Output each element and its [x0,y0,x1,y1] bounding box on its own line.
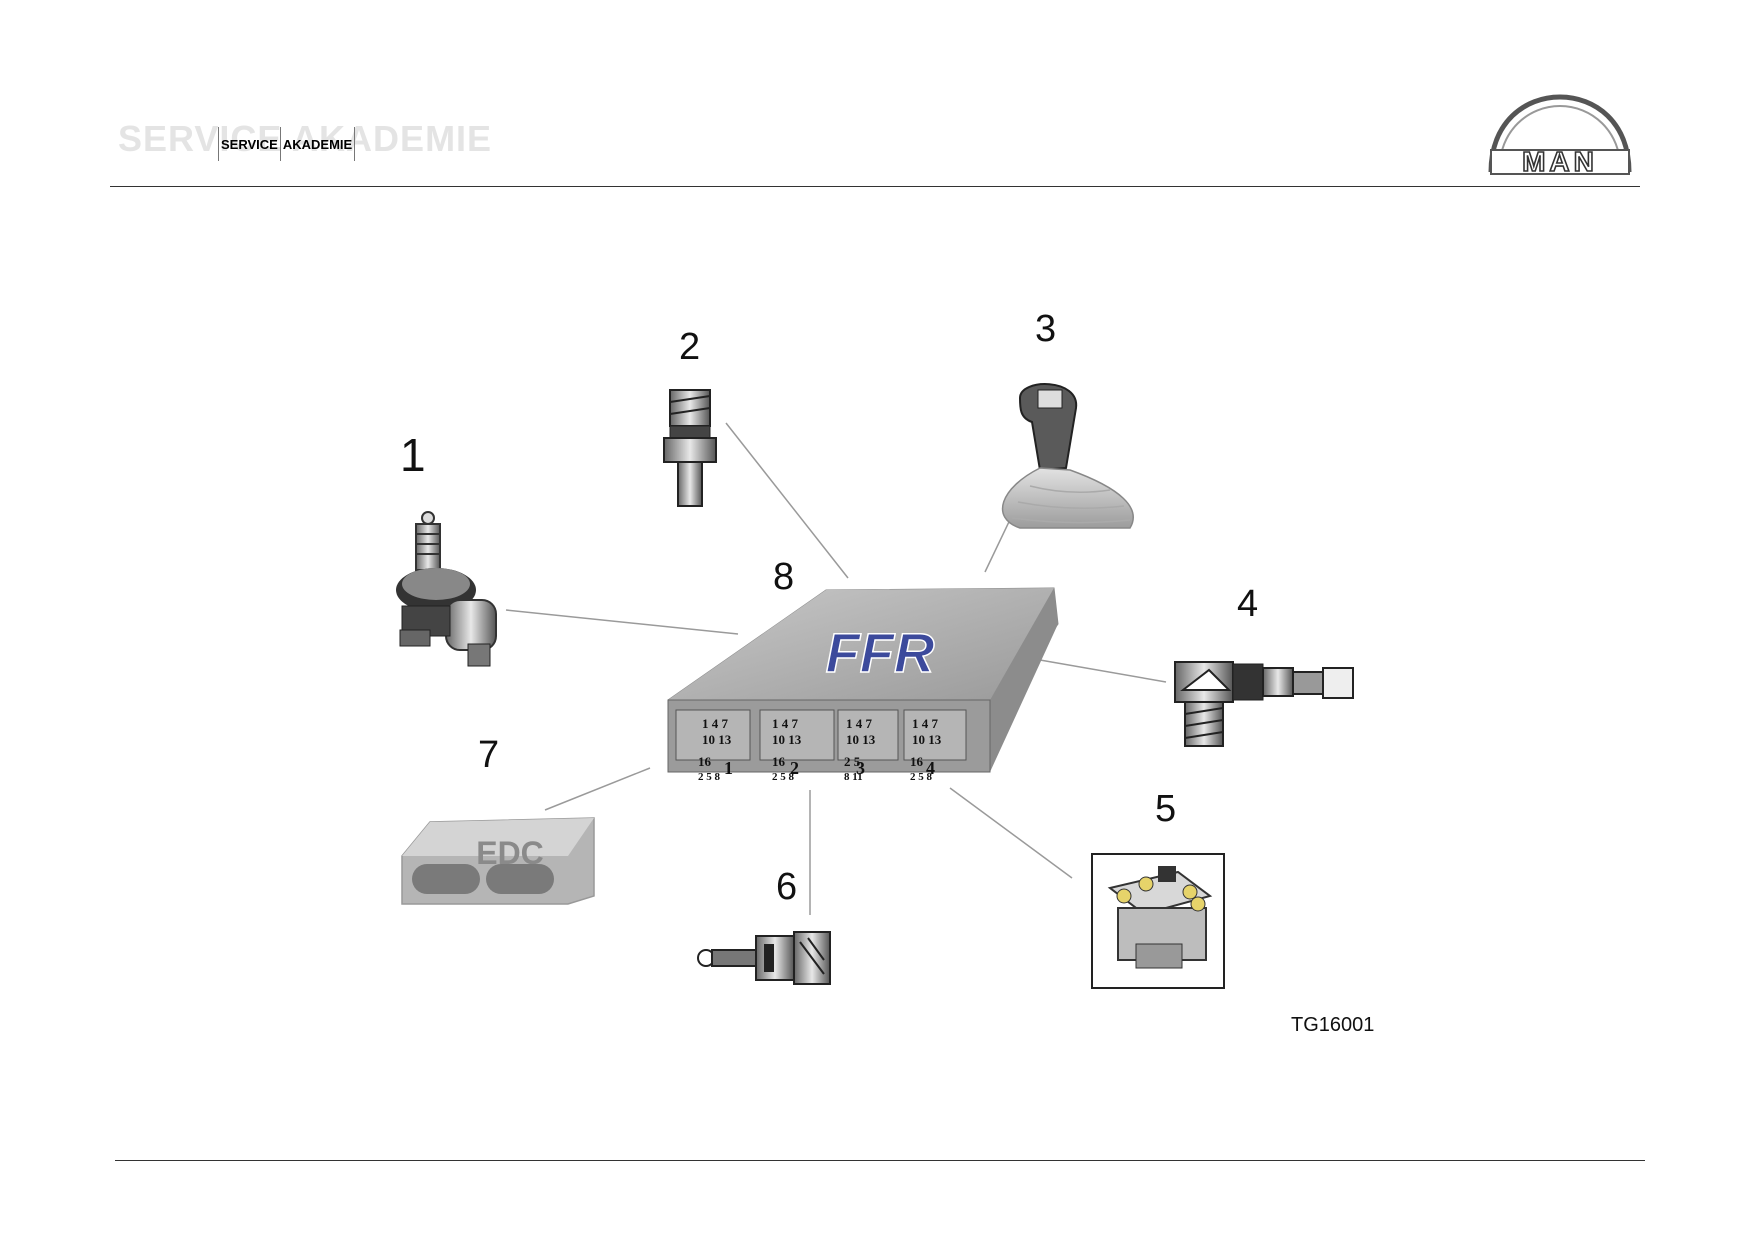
connector-2-bottom: 2 5 8 [772,771,795,783]
badge-service: SERVICE [218,127,280,161]
connector-3-mid: 10 13 [846,732,876,747]
line-5 [949,787,1073,879]
component-3-gear-lever [1001,383,1134,529]
connector-2: 1 4 7 10 13 16 2 2 5 8 [759,709,835,783]
callout-6: 6 [776,866,798,908]
line-2 [725,422,849,579]
callout-4: 4 [1237,583,1259,625]
connector-3-id: 3 [856,758,865,778]
service-akademie-badge: SERVICE AKADEMIE [218,127,356,161]
connector-1-bottom: 2 5 8 [698,771,721,783]
connector-1-mid: 10 13 [702,732,732,747]
connector-2-low: 16 [772,754,786,769]
line-1 [505,609,739,635]
component-7-edc-unit: EDC [401,817,595,905]
connector-1: 1 4 7 10 13 16 1 2 5 8 [675,709,751,783]
component-6-switch [697,931,831,985]
callout-1: 1 [400,429,426,481]
connector-4-mid: 10 13 [912,732,942,747]
connector-3-low: 2 5 [844,754,861,769]
callout-3: 3 [1035,308,1057,350]
connector-1-low: 16 [698,754,712,769]
badge-akademie: AKADEMIE [279,127,356,161]
connector-1-top: 1 4 7 [702,716,729,731]
connector-2-id: 2 [790,758,799,778]
component-2-sensor [663,389,717,507]
connector-3-bottom: 8 11 [844,771,863,783]
ecu-logo: FFR [826,621,935,684]
component-4-angle-sensor [1174,661,1354,747]
man-logo: MAN [1488,94,1632,178]
connection-lines [505,422,1167,915]
connector-2-top: 1 4 7 [772,716,799,731]
connector-4-id: 4 [926,758,935,778]
callout-8: 8 [773,556,795,598]
connector-3-top: 1 4 7 [846,716,873,731]
component-1-valve [396,511,497,667]
component-8-ffr-ecu: FFR 1 4 7 10 13 16 1 2 5 8 1 4 7 10 13 1… [667,587,1059,783]
connector-4: 1 4 7 10 13 16 4 2 5 8 [903,709,967,783]
logo-text: MAN [1522,146,1598,177]
callout-2: 2 [679,326,701,368]
footer-rule [115,1160,1645,1161]
connector-1-id: 1 [724,758,733,778]
line-4 [1039,659,1167,683]
header-rule [110,186,1640,187]
connector-4-bottom: 2 5 8 [910,771,933,783]
connector-4-top: 1 4 7 [912,716,939,731]
watermark-text: SERVICE AKADEMIE [118,118,493,159]
callout-7: 7 [478,734,500,776]
line-7 [544,767,651,811]
callout-5: 5 [1155,788,1177,830]
component-5-valve-block [1091,853,1225,989]
connector-2-mid: 10 13 [772,732,802,747]
connector-4-low: 16 [910,754,924,769]
connector-3: 1 4 7 10 13 2 5 3 8 11 [837,709,899,783]
figure-id: TG16001 [1291,1014,1375,1036]
